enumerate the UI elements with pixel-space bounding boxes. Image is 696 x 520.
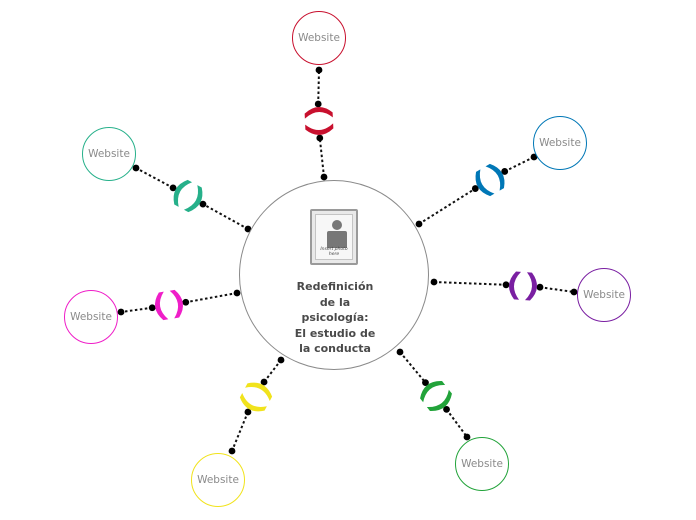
connector-dot (422, 379, 429, 387)
connector-line (231, 411, 249, 452)
website-node-right[interactable]: Website (577, 268, 631, 322)
connector-dot (132, 164, 140, 172)
connector-dot (199, 200, 207, 208)
person-head-icon (332, 220, 342, 230)
link-bracket-icon (239, 382, 273, 412)
bracket-half (475, 169, 495, 197)
website-label: Website (197, 474, 239, 486)
photo-placeholder[interactable]: Insert photo here (310, 209, 358, 265)
connector-line (185, 292, 238, 304)
central-topic[interactable]: Insert photo here Redefinición de la psi… (239, 180, 429, 370)
connector-line (135, 167, 174, 189)
title-line-4: El estudio de (294, 326, 376, 340)
connector-dot (320, 173, 328, 181)
link-bracket-icon (154, 289, 184, 321)
bracket-half (304, 107, 333, 119)
connector-line (418, 187, 476, 225)
connector-dot (148, 304, 156, 312)
link-bracket-icon (509, 271, 537, 301)
title-line-5: la conducta (299, 342, 371, 355)
connector-dot (117, 308, 125, 316)
bracket-half (173, 179, 193, 207)
link-bracket-icon (420, 381, 452, 411)
website-node-bottom[interactable]: Website (191, 453, 245, 507)
connector-line (445, 408, 468, 438)
connector-line (263, 359, 282, 383)
connector-dot (260, 378, 268, 386)
connector-dot (430, 278, 438, 286)
link-bracket-icon (173, 179, 203, 213)
website-label: Website (70, 311, 112, 323)
website-node-top[interactable]: Website (292, 11, 346, 65)
bracket-half (154, 291, 169, 321)
connector-line (399, 351, 427, 384)
bracket-half (509, 271, 522, 300)
website-node-bottom-right[interactable]: Website (455, 437, 509, 491)
connector-dot (570, 288, 578, 296)
website-label: Website (539, 137, 581, 149)
title-line-1: Redefinición (296, 280, 374, 293)
connector-line (120, 306, 153, 313)
connector-dot (463, 433, 471, 441)
connector-dot (244, 408, 252, 416)
bracket-half (305, 123, 334, 135)
connector-line (318, 137, 325, 178)
bracket-half (169, 289, 184, 319)
connector-dot (314, 100, 322, 108)
link-bracket-icon (304, 107, 334, 135)
website-label: Website (583, 289, 625, 301)
website-node-top-left[interactable]: Website (82, 127, 136, 181)
connector-dot (502, 281, 510, 289)
bracket-half (426, 389, 452, 411)
connector-dot (396, 348, 404, 356)
connector-line (202, 203, 249, 230)
website-label: Website (298, 32, 340, 44)
connector-dot (415, 220, 423, 228)
bracket-half (245, 382, 273, 401)
title-line-2: de la (319, 295, 351, 309)
connector-line (504, 156, 535, 173)
connector-dot (536, 283, 544, 291)
connector-dot (501, 168, 509, 175)
person-body-icon (327, 231, 347, 248)
website-node-left[interactable]: Website (64, 290, 118, 344)
link-bracket-icon (475, 163, 505, 197)
bracket-half (420, 381, 446, 403)
connector-dot (471, 185, 479, 192)
bracket-half (239, 393, 267, 412)
title-line-3: psicología: (301, 311, 369, 324)
connector-dot (182, 298, 190, 306)
connector-dot (277, 356, 285, 364)
connector-dot (233, 289, 241, 297)
connector-line (317, 69, 320, 105)
connector-line (539, 286, 575, 293)
website-label: Website (88, 148, 130, 160)
bracket-half (524, 272, 537, 301)
photo-inner: Insert photo here (315, 214, 353, 260)
website-label: Website (461, 458, 503, 470)
connector-dot (443, 405, 450, 413)
connector-dot (315, 66, 323, 74)
bracket-half (485, 163, 505, 191)
bracket-half (183, 185, 203, 213)
central-topic-title: Redefinición de la psicología: El estudi… (270, 279, 400, 357)
photo-caption: Insert photo here (320, 247, 348, 257)
connector-dot (228, 447, 236, 455)
website-node-top-right[interactable]: Website (533, 116, 587, 170)
connector-dot (316, 134, 324, 142)
connector-line (433, 281, 507, 286)
connector-dot (169, 184, 177, 192)
